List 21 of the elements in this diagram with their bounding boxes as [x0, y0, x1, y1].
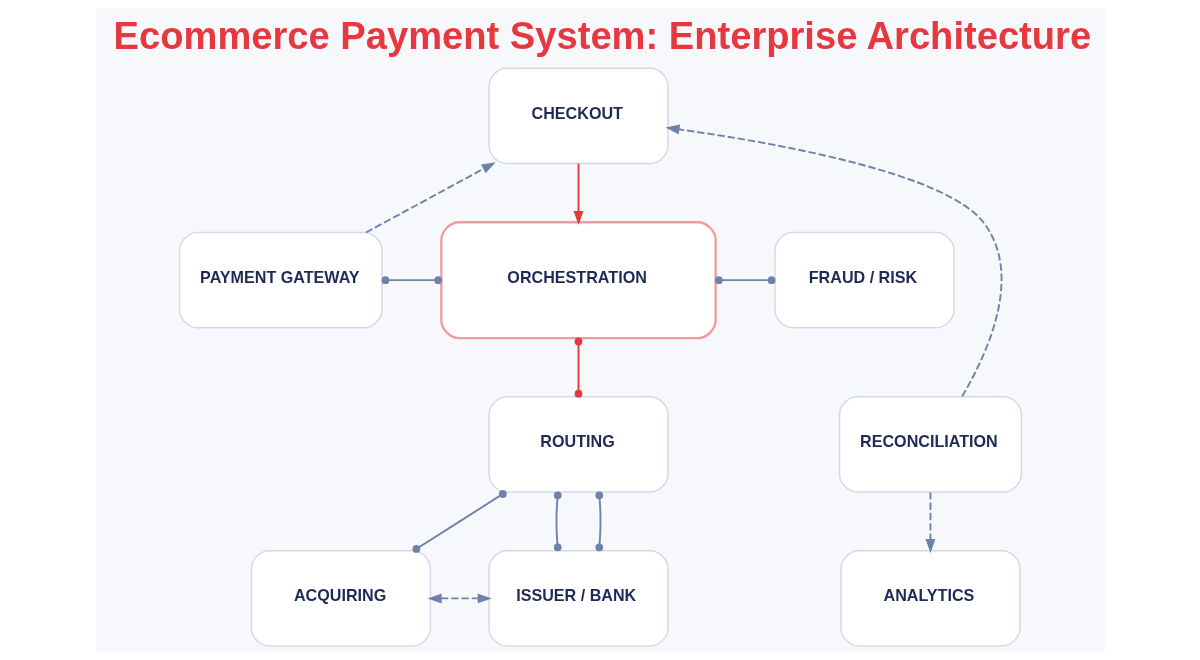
connector	[553, 491, 562, 552]
diagram-title: Ecommerce Payment System: Enterprise Architecture	[113, 13, 1091, 57]
arrow	[664, 124, 1002, 398]
node-box: ORCHESTRATION	[439, 221, 717, 340]
node-box: ISSUER / BANK	[487, 550, 669, 647]
arrow	[573, 162, 583, 225]
arrow	[427, 593, 492, 604]
connector	[381, 276, 442, 285]
node-box: FRAUD / RISK	[773, 231, 955, 329]
node-box: ANALYTICS	[839, 550, 1021, 647]
node-box: ROUTING	[487, 396, 669, 493]
connector	[594, 491, 603, 552]
node-box: RECONCILIATION	[838, 396, 1022, 493]
connector	[574, 337, 582, 398]
node-box: CHECKOUT	[487, 67, 669, 165]
connector	[714, 276, 775, 285]
arrow	[925, 491, 935, 554]
node-box: ACQUIRING	[250, 550, 431, 647]
arrow	[364, 162, 496, 234]
connector	[412, 490, 507, 553]
node-box: PAYMENT GATEWAY	[178, 231, 383, 329]
